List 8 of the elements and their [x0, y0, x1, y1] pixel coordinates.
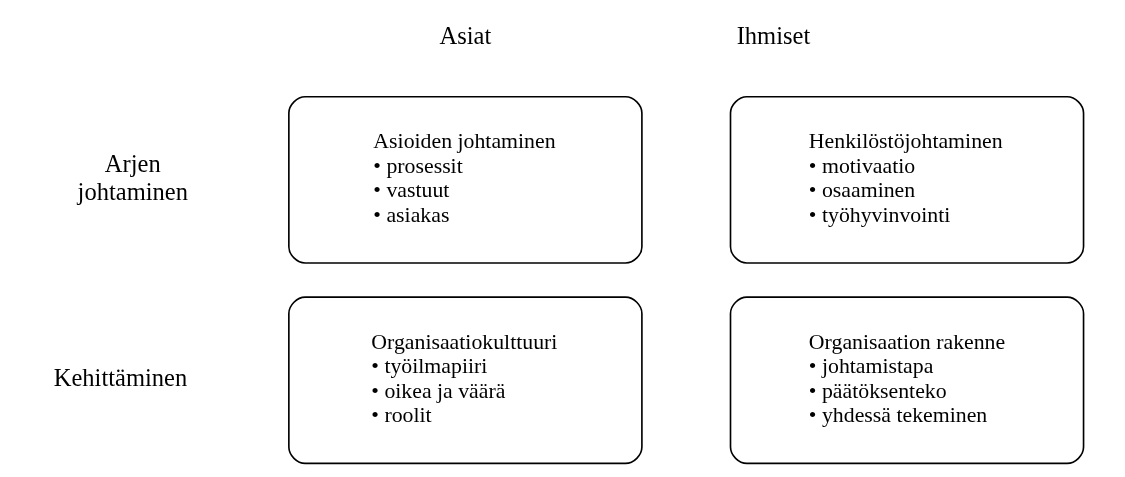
label: Asiat	[439, 22, 492, 50]
node-box: Asioiden johtaminen • prosessit • vastuut • asiakas	[288, 95, 643, 264]
label: Ihmiset	[736, 22, 811, 50]
node-box: Organisaation rakenne • johtamistapa • päätöksenteko • yhdessä tekeminen	[729, 296, 1085, 465]
label: Arjen johtaminen	[77, 150, 188, 205]
node-box: Organisaatiokulttuuri • työilmapiiri • oikea ja väärä • roolit	[288, 296, 643, 465]
node-box: Henkilöstöjohtaminen • motivaatio • osaaminen • työhyvinvointi	[729, 95, 1085, 264]
label: Kehittäminen	[53, 364, 188, 392]
